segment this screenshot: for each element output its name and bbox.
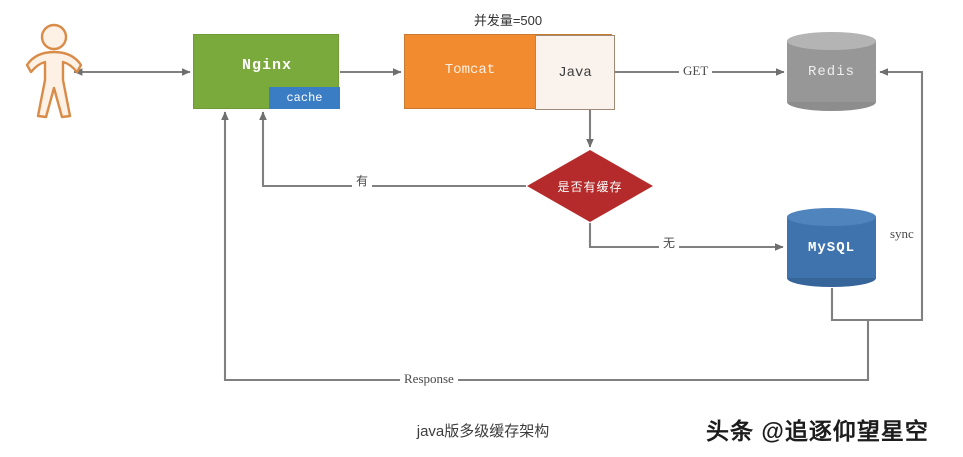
decision-label: 是否有缓存 bbox=[557, 179, 623, 194]
redis-cylinder-top bbox=[787, 32, 876, 50]
edge-label-response: Response bbox=[400, 371, 458, 387]
mysql-label: MySQL bbox=[807, 239, 855, 256]
mysql-cylinder-body bbox=[787, 217, 876, 278]
node-mysql[interactable]: MySQL bbox=[787, 208, 876, 287]
nginx-cache-badge: cache bbox=[269, 87, 340, 109]
node-nginx[interactable]: Nginx cache bbox=[193, 34, 340, 109]
redis-cylinder-body bbox=[787, 41, 876, 102]
watermark-text: 头条 @追逐仰望星空 bbox=[706, 418, 929, 444]
nginx-label: Nginx bbox=[241, 57, 292, 74]
edge-label-sync: sync bbox=[886, 226, 918, 242]
node-redis[interactable]: Redis bbox=[787, 32, 876, 111]
user-actor bbox=[16, 22, 92, 122]
node-java[interactable]: Java bbox=[535, 35, 615, 110]
person-icon bbox=[25, 23, 83, 119]
node-decision-has-cache[interactable]: 是否有缓存 bbox=[527, 150, 653, 222]
tomcat-label: Tomcat bbox=[444, 62, 496, 78]
edge-label-has-cache-yes: 有 bbox=[352, 172, 373, 189]
concurrency-annotation: 并发量=500 bbox=[473, 13, 543, 28]
mysql-cylinder-top bbox=[787, 208, 876, 226]
node-tomcat[interactable]: Tomcat Java bbox=[404, 34, 615, 110]
edge-decision-mysql bbox=[588, 223, 784, 251]
edge-decision-nginx bbox=[259, 111, 526, 188]
diagram-title: java版多级缓存架构 bbox=[416, 423, 550, 440]
edge-mysql-nginx-response bbox=[221, 111, 870, 382]
redis-label: Redis bbox=[807, 63, 855, 80]
diamond-shape bbox=[527, 150, 653, 222]
edge-mysql-redis bbox=[830, 68, 924, 322]
edge-label-has-cache-no: 无 bbox=[659, 234, 680, 251]
edge-label-get: GET bbox=[679, 63, 713, 79]
